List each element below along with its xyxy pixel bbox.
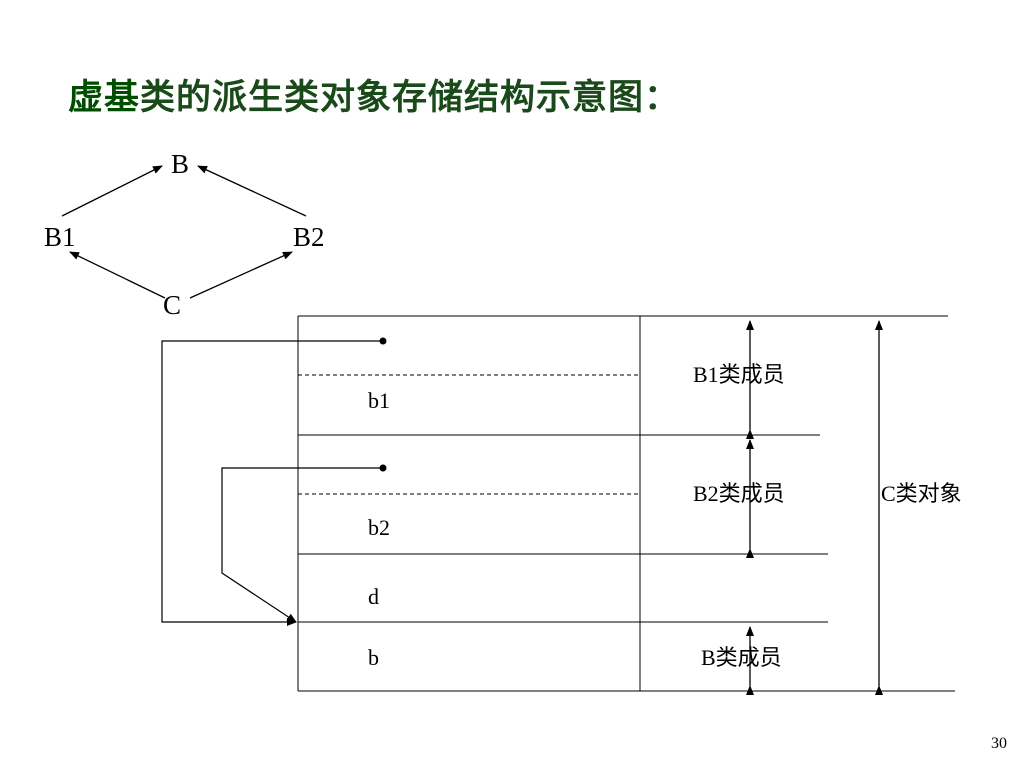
title-rest: 类的派生类对象存储结构示意图： <box>140 78 681 118</box>
arrow-b2-to-b <box>197 165 307 217</box>
node-b: B <box>171 149 189 179</box>
inheritance-diagram: B B1 B2 C <box>44 149 325 320</box>
label-c-object: C类对象 <box>881 481 962 506</box>
arrow-c-to-b1 <box>69 251 166 299</box>
cell-b1: b1 <box>368 388 390 413</box>
range-arrows <box>746 320 883 695</box>
node-b2: B2 <box>293 222 325 252</box>
pointer-path-b1 <box>161 340 383 626</box>
label-b1-members: B1类成员 <box>693 362 785 387</box>
page-number: 30 <box>991 735 1007 752</box>
arrow-b1-to-b <box>61 165 163 217</box>
node-c: C <box>163 290 181 320</box>
pointer-path-b2 <box>221 467 383 623</box>
node-b1: B1 <box>44 222 76 252</box>
arrow-c-to-b2 <box>189 251 293 299</box>
cell-b2: b2 <box>368 515 390 540</box>
title-highlight: 虚基 <box>68 78 141 118</box>
slide-title: 虚基类的派生类对象存储结构示意图： <box>68 70 680 126</box>
label-b2-members: B2类成员 <box>693 481 785 506</box>
cell-d: d <box>368 584 379 609</box>
virtual-base-pointers <box>161 337 387 626</box>
cell-b: b <box>368 645 379 670</box>
memory-layout-table <box>297 315 955 692</box>
label-b-members: B类成员 <box>701 645 782 670</box>
